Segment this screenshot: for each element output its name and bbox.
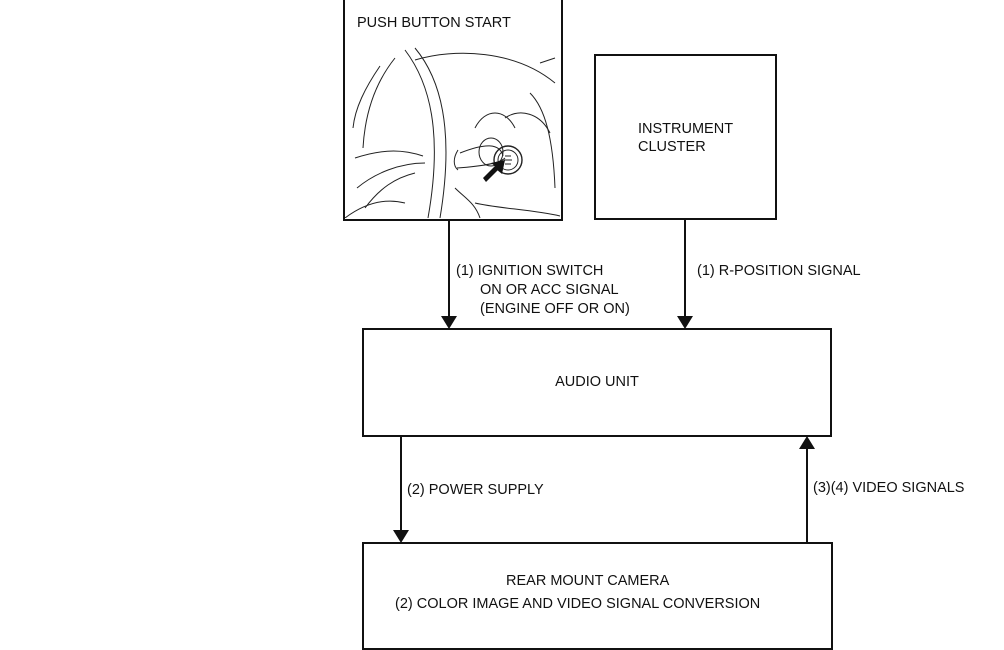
rear-mount-camera-subtitle: (2) COLOR IMAGE AND VIDEO SIGNAL CONVERS… [395,596,761,612]
instrument-cluster-label-line1: INSTRUMENT [638,121,734,137]
instrument-cluster-block: INSTRUMENT CLUSTER [594,54,777,220]
dashboard-illustration [345,47,561,218]
ignition-signal-label-line3: (ENGINE OFF OR ON) [480,301,630,317]
rear-mount-camera-block: REAR MOUNT CAMERA (2) COLOR IMAGE AND VI… [362,542,833,650]
audio-unit-label: AUDIO UNIT [555,374,639,390]
r-position-signal-arrowhead [677,316,693,329]
power-supply-label: (2) POWER SUPPLY [407,482,544,498]
r-position-signal-label: (1) R-POSITION SIGNAL [697,263,861,279]
push-button-start-block: PUSH BUTTON START [343,0,563,221]
push-button-start-title: PUSH BUTTON START [357,15,511,31]
power-supply-arrowhead [393,530,409,543]
instrument-cluster-label-line2: CLUSTER [638,139,706,155]
rear-mount-camera-title: REAR MOUNT CAMERA [506,573,670,589]
video-signals-arrowhead [799,436,815,449]
ignition-signal-label-line2: ON OR ACC SIGNAL [480,282,619,298]
ignition-signal-label-line1: (1) IGNITION SWITCH [456,263,604,279]
ignition-signal-arrowhead [441,316,457,329]
audio-unit-block: AUDIO UNIT [362,328,832,437]
video-signals-label: (3)(4) VIDEO SIGNALS [813,480,965,496]
